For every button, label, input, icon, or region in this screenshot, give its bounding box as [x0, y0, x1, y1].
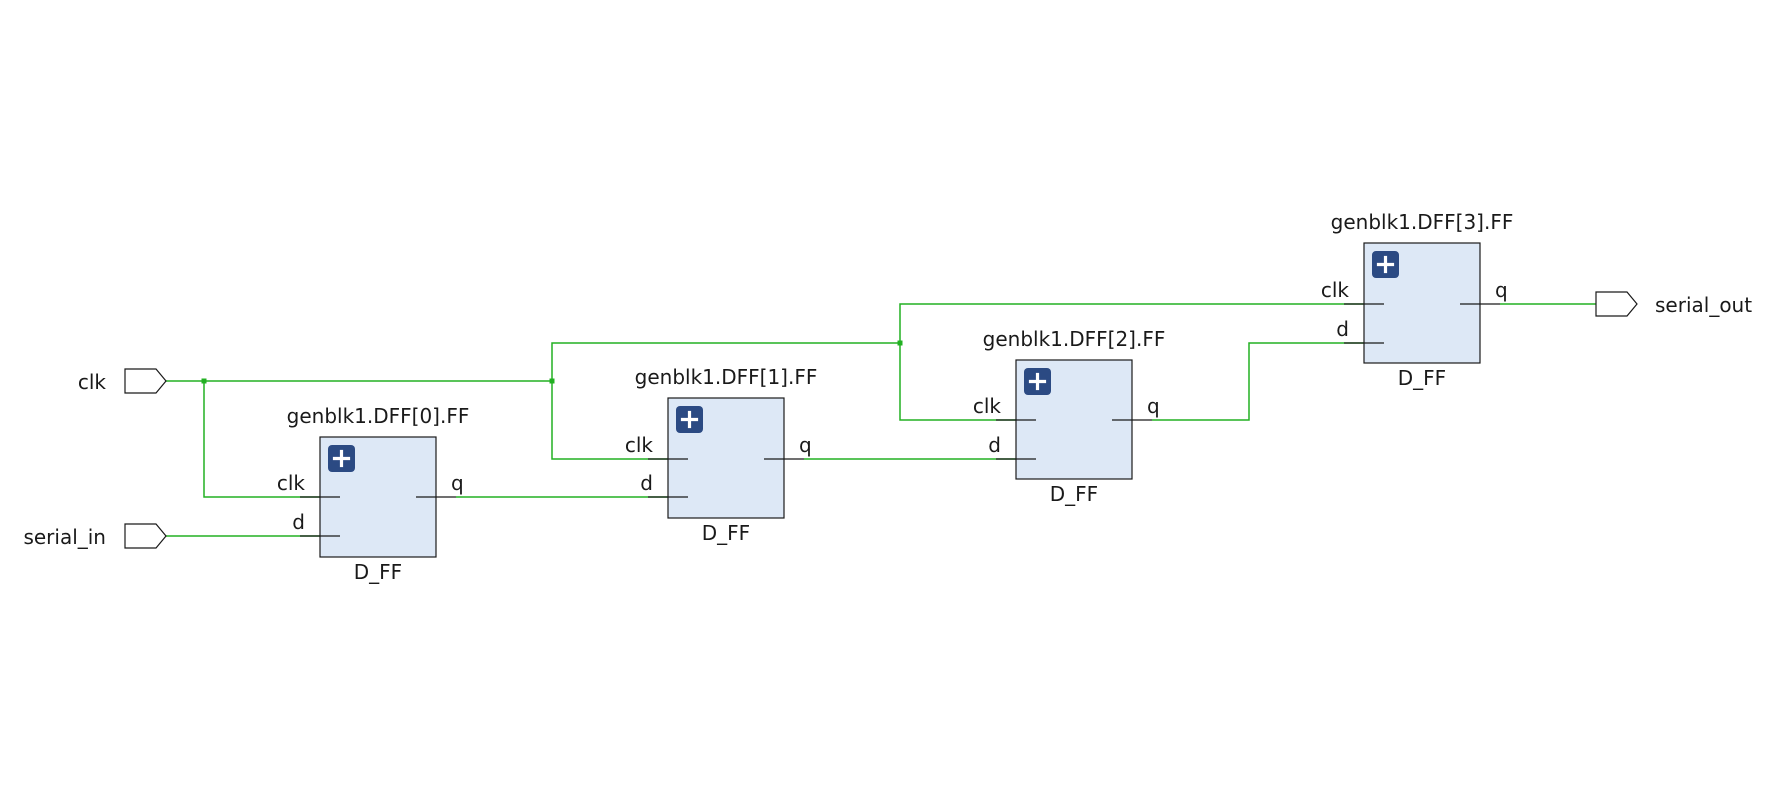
net-q2[interactable]	[1152, 342, 1384, 421]
pin-label-q: q	[799, 433, 812, 457]
pin-label-q: q	[451, 471, 464, 495]
junction-dot	[549, 378, 555, 384]
expand-button[interactable]	[1372, 251, 1399, 278]
pin-label-clk: clk	[277, 471, 306, 495]
pin-label-q: q	[1495, 278, 1508, 302]
cell-instance-name: genblk1.DFF[1].FF	[635, 365, 818, 389]
cell-type: D_FF	[702, 521, 750, 545]
pin-label-q: q	[1147, 394, 1160, 418]
nets	[166, 303, 1596, 537]
pin-label-clk: clk	[1321, 278, 1350, 302]
junction-dot	[897, 340, 903, 346]
port-serial-out[interactable]: serial_out	[1595, 291, 1752, 317]
output-port-icon	[1595, 291, 1638, 317]
junction-dot	[201, 378, 207, 384]
pin-label-d: d	[988, 433, 1001, 457]
cell-type: D_FF	[354, 560, 402, 584]
port-label: serial_in	[23, 525, 106, 549]
pin-label-clk: clk	[625, 433, 654, 457]
cell-body[interactable]	[667, 397, 785, 519]
net-clk[interactable]	[166, 303, 1384, 498]
pin-label-d: d	[292, 510, 305, 534]
input-port-icon	[124, 368, 167, 394]
cell-dff-0[interactable]: genblk1.DFF[0].FF clk d q D_FF	[277, 404, 469, 584]
port-serial-in[interactable]: serial_in	[23, 523, 167, 549]
cell-type: D_FF	[1398, 366, 1446, 390]
input-port-icon	[124, 523, 167, 549]
port-label: serial_out	[1655, 293, 1752, 317]
cell-dff-1[interactable]: genblk1.DFF[1].FF clk d q D_FF	[625, 365, 817, 545]
pin-label-d: d	[1336, 317, 1349, 341]
expand-button[interactable]	[328, 445, 355, 472]
pin-label-d: d	[640, 471, 653, 495]
cell-instance-name: genblk1.DFF[2].FF	[983, 327, 1166, 351]
cell-dff-2[interactable]: genblk1.DFF[2].FF clk d q D_FF	[973, 327, 1165, 506]
expand-button[interactable]	[676, 406, 703, 433]
cell-type: D_FF	[1050, 482, 1098, 506]
pin-label-clk: clk	[973, 394, 1002, 418]
port-label: clk	[78, 370, 107, 394]
cell-instance-name: genblk1.DFF[3].FF	[1331, 210, 1514, 234]
port-clk[interactable]: clk	[78, 368, 167, 394]
expand-button[interactable]	[1024, 368, 1051, 395]
cell-instance-name: genblk1.DFF[0].FF	[287, 404, 470, 428]
cell-dff-3[interactable]: genblk1.DFF[3].FF clk d q D_FF	[1321, 210, 1513, 390]
